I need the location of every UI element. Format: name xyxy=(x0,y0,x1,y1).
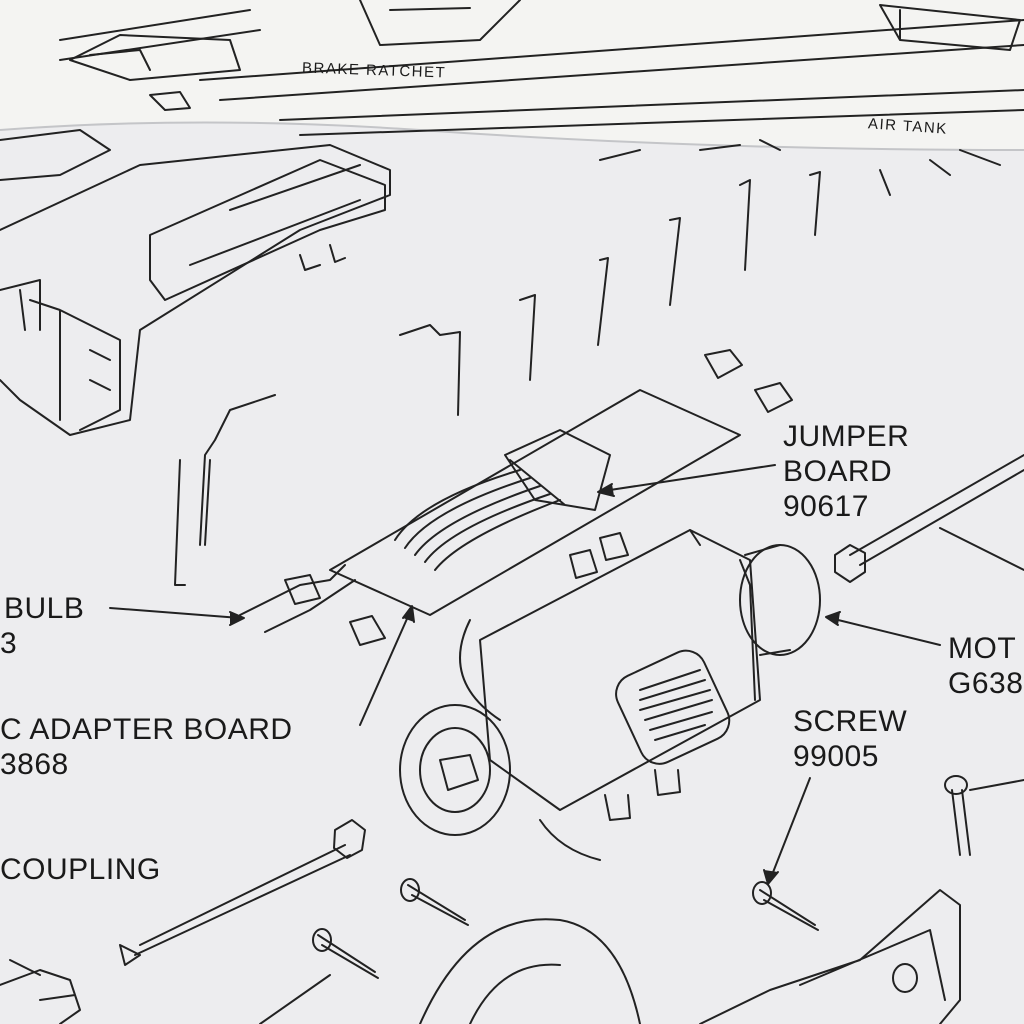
leader-adapter xyxy=(359,611,411,726)
jumper-board xyxy=(329,389,741,616)
upper-sheet xyxy=(0,0,1024,150)
frame-rail-lines xyxy=(59,9,1024,136)
leader-screw-4 xyxy=(969,779,1024,791)
drive-shaft-right xyxy=(849,454,1024,566)
main-sheet xyxy=(0,122,1024,1024)
label-coupling: COUPLING xyxy=(0,853,161,886)
leader-motor xyxy=(829,617,941,646)
label-screw-line1: SCREW xyxy=(793,705,908,738)
screw-2 xyxy=(317,934,379,979)
label-dcc-adapter-board: C ADAPTER BOARD xyxy=(0,713,293,746)
contact-pins xyxy=(399,171,821,416)
label-jumper-board-line1: JUMPER xyxy=(783,420,910,453)
label-bulb-line1: BULB xyxy=(4,592,85,625)
flywheel xyxy=(399,704,511,836)
leader-bulb xyxy=(109,607,241,619)
screw-4 xyxy=(951,789,971,856)
motor-vent xyxy=(615,649,731,765)
label-jumper-board-line2: BOARD xyxy=(783,455,893,488)
label-bulb-part: 3 xyxy=(0,627,18,660)
label-motor-part: G638 xyxy=(948,667,1024,700)
leader-jumper xyxy=(609,464,776,491)
leader-bottom xyxy=(259,974,331,1024)
label-motor-line1: MOT xyxy=(948,632,1017,665)
leader-shaft xyxy=(939,527,1024,571)
label-dcc-adapter-part: 3868 xyxy=(0,748,69,781)
label-jumper-board-part: 90617 xyxy=(783,490,869,523)
screw-3 xyxy=(759,889,819,931)
drive-shaft-left xyxy=(134,844,351,956)
label-screw-part: 99005 xyxy=(793,740,879,773)
leader-screw xyxy=(769,777,811,881)
truck-frame xyxy=(699,889,961,1024)
screw-1 xyxy=(407,884,469,926)
leader-coupling xyxy=(9,959,41,976)
chassis-body xyxy=(0,129,391,436)
board-wires xyxy=(394,469,561,571)
